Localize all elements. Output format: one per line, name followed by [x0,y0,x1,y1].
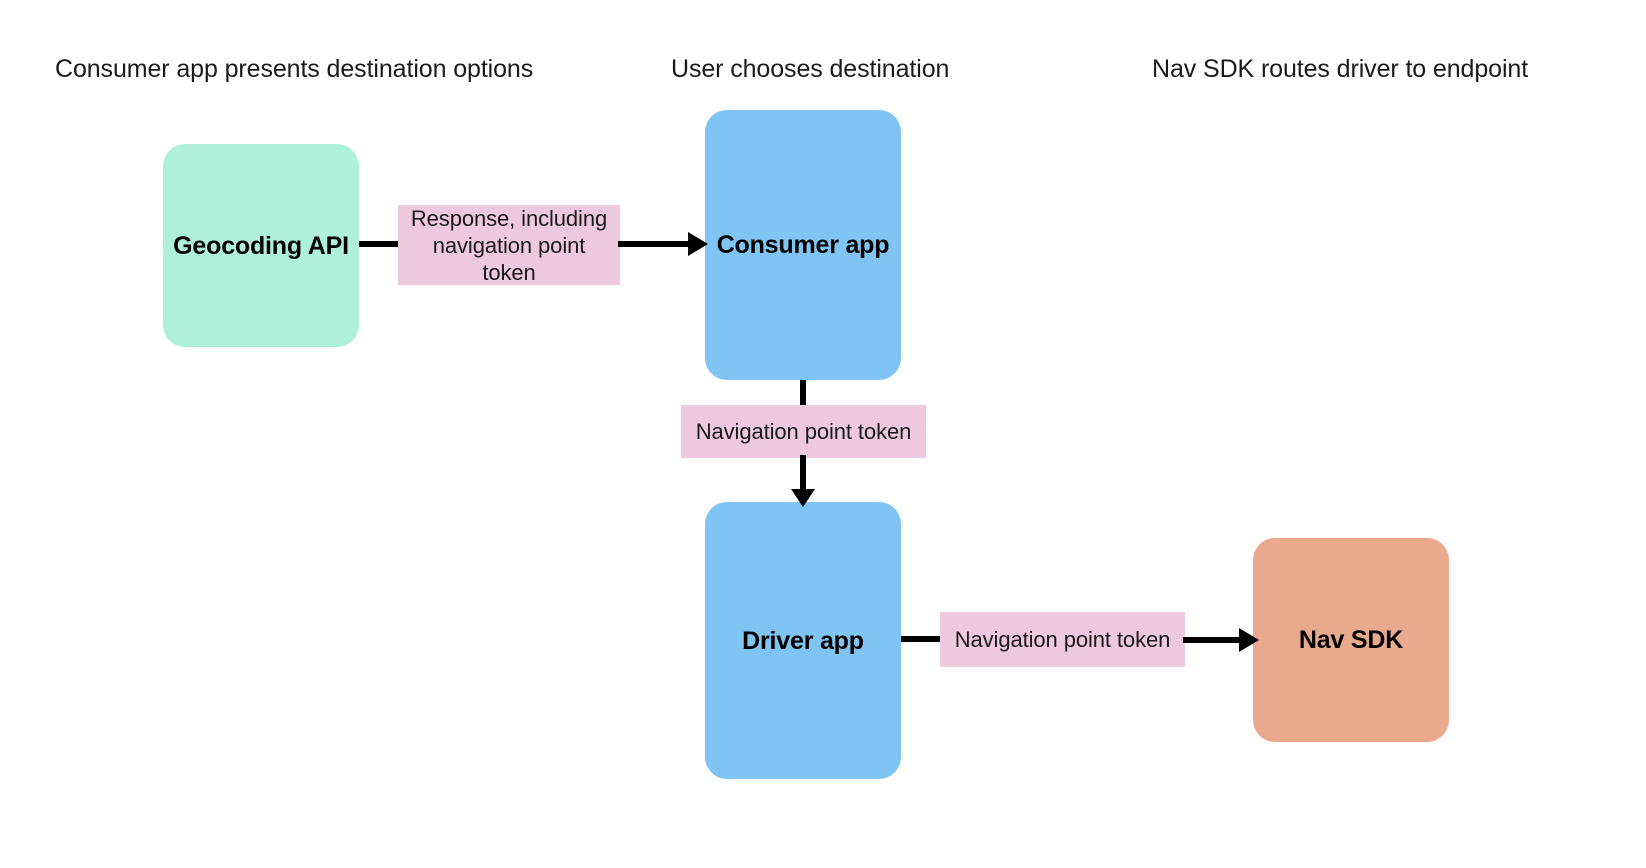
arrow-down-icon [787,455,819,507]
node-nav-sdk[interactable]: Nav SDK [1253,538,1449,742]
stage-heading-consumer-stage: Consumer app presents destination option… [55,55,534,83]
connector-geocoding-to-label [359,241,401,247]
edge-label-driver-to-nav-sdk: Navigation point token [940,612,1185,667]
arrow-right-icon [618,228,708,260]
edge-label-geocoding-to-consumer-text: Response, including navigation point tok… [410,205,608,285]
edge-label-consumer-to-driver-text: Navigation point token [695,419,912,444]
node-geocoding-api[interactable]: Geocoding API [163,144,359,347]
node-consumer-app[interactable]: Consumer app [705,110,901,380]
edge-label-geocoding-to-consumer: Response, including navigation point tok… [398,205,620,285]
node-consumer-app-label: Consumer app [716,231,890,259]
stage-heading-routing-stage: Nav SDK routes driver to endpoint [1152,55,1529,83]
node-geocoding-api-label: Geocoding API [173,231,349,260]
connector-consumer-to-label [800,380,806,408]
node-nav-sdk-label: Nav SDK [1298,626,1404,654]
node-driver-app[interactable]: Driver app [705,502,901,779]
node-driver-app-label: Driver app [742,626,864,655]
edge-label-driver-to-nav-sdk-text: Navigation point token [954,627,1171,652]
stage-heading-choice-stage: User chooses destination [671,55,950,83]
connector-driver-to-label [901,636,943,642]
edge-label-consumer-to-driver: Navigation point token [681,405,926,458]
arrow-right-icon [1183,624,1259,656]
